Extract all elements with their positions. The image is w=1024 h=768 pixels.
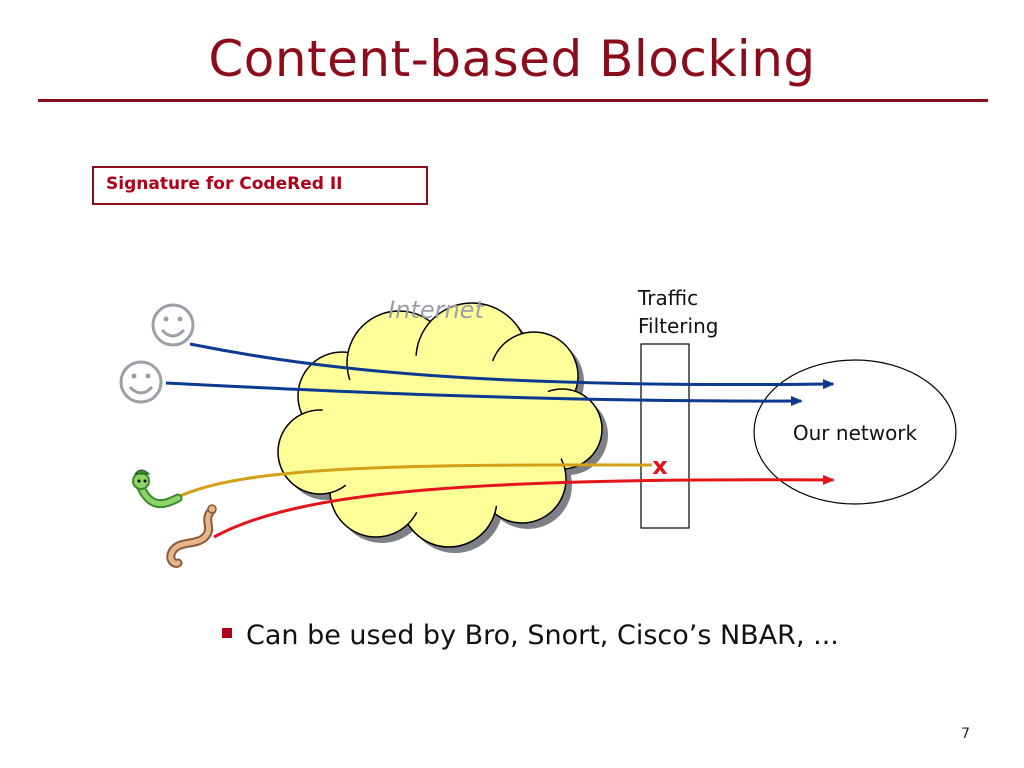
worm-icon [166, 504, 217, 568]
signature-button[interactable]: Signature for CodeRed II [92, 166, 428, 205]
blocked-x-icon: x [652, 452, 668, 480]
bullet-text: Can be used by Bro, Snort, Cisco’s NBAR,… [246, 620, 839, 651]
internet-label: Internet [388, 296, 485, 324]
passing-worm-flow [213, 474, 835, 539]
traffic-filter [640, 343, 690, 529]
page-number: 7 [961, 726, 970, 742]
our-network-label: Our network [793, 421, 918, 445]
benign-flow-2 [165, 381, 803, 407]
benign-flow-1 [189, 342, 835, 390]
filter-label-line1: Traffic [637, 286, 698, 310]
smiley-icon [151, 303, 195, 347]
filter-label-line2: Filtering [638, 314, 718, 338]
smiley-icon [119, 360, 163, 404]
bullet-square-icon [222, 627, 232, 638]
our-network [753, 359, 957, 505]
worm-icon [132, 469, 183, 509]
bullet-item: Can be used by Bro, Snort, Cisco’s NBAR,… [222, 620, 839, 651]
title-divider [38, 99, 988, 102]
slide-title: Content-based Blocking [208, 30, 816, 88]
blocked-worm-flow [177, 463, 653, 499]
